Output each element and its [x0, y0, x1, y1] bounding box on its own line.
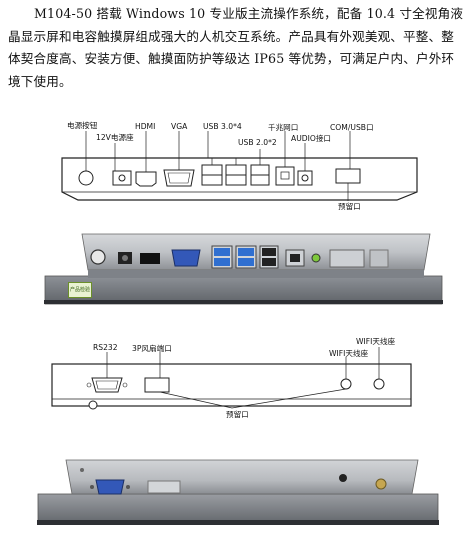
intro-paragraph: M104-50 搭载 Windows 10 专业版主流操作系统，配备 10.4 … — [8, 6, 464, 89]
label-rs232: RS232 — [93, 343, 118, 352]
label-wifi-antenna-2: WIFI天线座 — [356, 337, 396, 346]
label-usb20: USB 2.0*2 — [238, 138, 277, 147]
label-reserved-bottom: 预留口 — [226, 410, 249, 419]
inspection-sticker: 产品检验 — [68, 282, 92, 298]
label-audio: AUDIO接口 — [291, 134, 332, 143]
label-com-usb: COM/USB口 — [330, 123, 374, 132]
inspection-sticker-text: 产品检验 — [70, 287, 91, 293]
label-lan: 千兆网口 — [268, 123, 299, 132]
label-vga: VGA — [171, 122, 188, 131]
label-usb30: USB 3.0*4 — [203, 122, 242, 131]
label-wifi-antenna-1: WIFI天线座 — [329, 349, 369, 358]
label-fan-port: 3P风扇端口 — [132, 344, 172, 353]
label-power-button: 电源按钮 — [67, 121, 98, 130]
label-hdmi: HDMI — [135, 122, 156, 131]
label-reserved-top: 预留口 — [338, 202, 361, 211]
label-12v-power: 12V电源座 — [96, 133, 134, 142]
